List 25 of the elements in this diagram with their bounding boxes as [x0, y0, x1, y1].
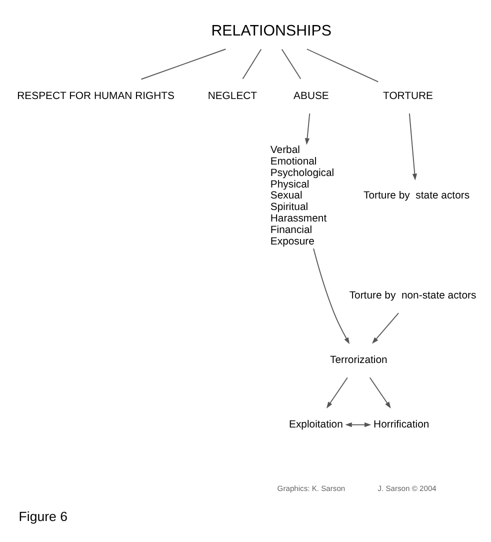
node-text: Horrification [374, 418, 430, 430]
node-text: NEGLECT [208, 90, 258, 102]
arrow [372, 312, 400, 344]
arrow [369, 376, 391, 408]
node-text: RESPECT FOR HUMAN RIGHTS [17, 90, 174, 102]
arrow [326, 376, 348, 408]
node-text: Terrorization [330, 354, 388, 366]
connector [242, 48, 262, 79]
caption: Figure 6 [18, 508, 68, 524]
connector [140, 48, 226, 80]
node-text: TORTURE [383, 90, 434, 102]
arrow [408, 112, 418, 180]
node-text: Exploitation [289, 418, 343, 430]
node-text: Torture by non-state actors [349, 290, 476, 301]
node-text: Torture by state actors [364, 190, 470, 202]
arrow [304, 112, 310, 144]
arrow [313, 248, 350, 344]
node-text: RELATIONSHIPS [211, 22, 332, 39]
connector [306, 48, 379, 82]
label: J. Sarson © 2004 [378, 484, 436, 493]
label: Graphics: K. Sarson [277, 484, 346, 493]
arrow [345, 422, 372, 427]
connector [281, 48, 302, 79]
node-text: ABUSE [294, 90, 329, 102]
node-text: Verbal Emotional Psychological Physical Sexual Spiritual Harassment Financial Exposure [270, 144, 334, 247]
